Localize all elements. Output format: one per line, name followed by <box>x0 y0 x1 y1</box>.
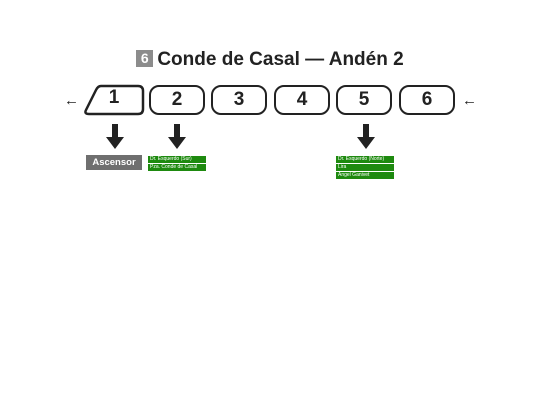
car-number-2: 2 <box>171 89 183 110</box>
exit-label: Dr. Esquerdo (Norte) <box>336 156 394 163</box>
train-car-3: 3 <box>211 85 267 115</box>
elevator-label: Ascensor <box>86 155 142 170</box>
station-platform-name: Conde de Casal — Andén 2 <box>157 49 404 70</box>
train-car-2: 2 <box>149 85 205 115</box>
car-number-1: 1 <box>108 87 120 108</box>
left-direction-arrow-icon: ← <box>64 92 79 109</box>
down-arrow-icon <box>106 124 124 149</box>
exit-label: Dr. Esquerdo (Sur) <box>148 156 206 163</box>
car-number-3: 3 <box>233 89 245 110</box>
train-car-6: 6 <box>399 85 455 115</box>
train-head-outline <box>84 84 145 116</box>
car-number-5: 5 <box>358 89 370 110</box>
exit-label: Lira <box>336 164 394 171</box>
exit-label: Ángel Ganivet <box>336 172 394 179</box>
down-arrow-icon <box>168 124 186 149</box>
right-direction-arrow-icon: ← <box>462 92 477 109</box>
car-number-6: 6 <box>421 89 433 110</box>
train-car-1: 1 <box>86 85 142 115</box>
exit-label: Pza. Conde de Casal <box>148 164 206 171</box>
down-arrow-icon <box>357 124 375 149</box>
train-car-4: 4 <box>274 85 330 115</box>
line-6-badge-icon: 6 <box>136 50 154 67</box>
car-number-4: 4 <box>296 89 308 110</box>
train-car-5: 5 <box>336 85 392 115</box>
